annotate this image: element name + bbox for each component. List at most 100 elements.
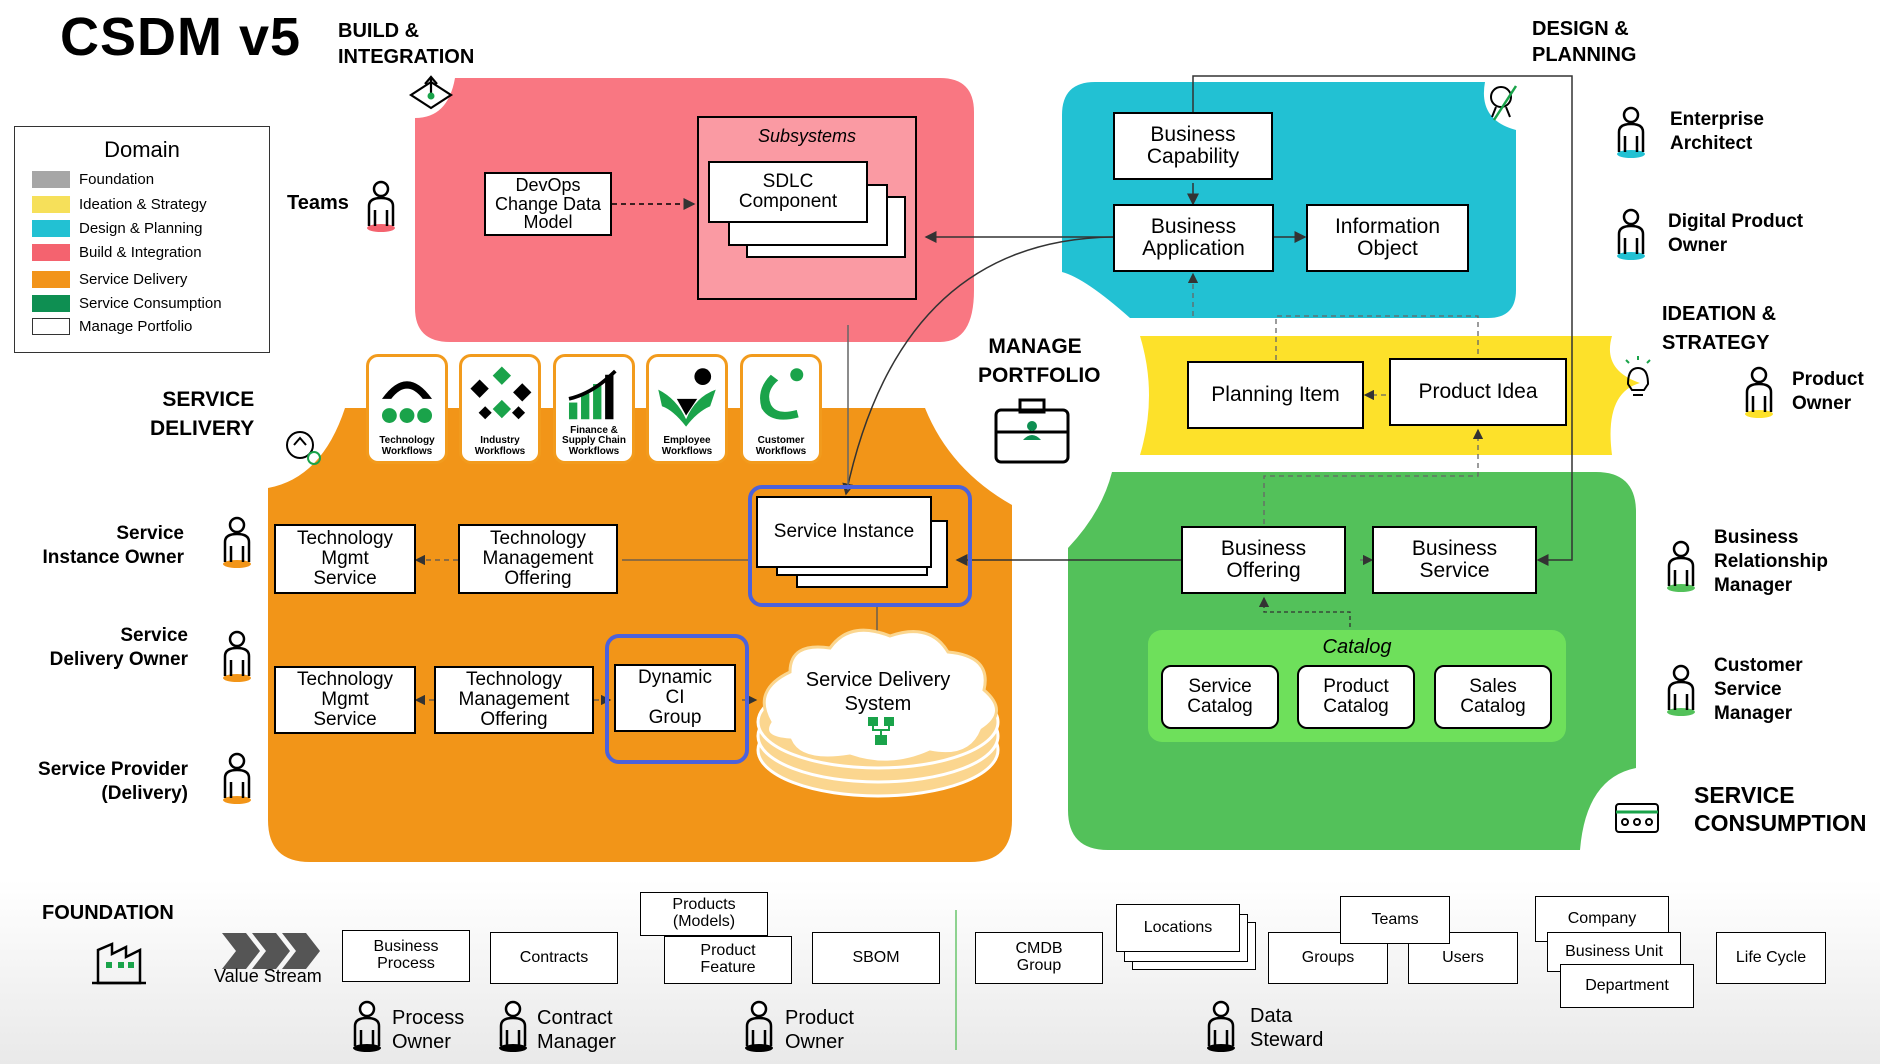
legend-swatch (32, 196, 70, 213)
legend-label: Build & Integration (79, 244, 202, 261)
products-models: Products (Models) (640, 892, 768, 936)
employee-workflows-icon (658, 368, 716, 427)
business-capability: Business Capability (1113, 112, 1273, 180)
process-owner-icon (353, 1000, 381, 1052)
planning-item: Planning Item (1187, 361, 1364, 429)
role-label-service-delivery-owner: Service Delivery Owner (49, 625, 188, 670)
role-label-foundation-product-owner: Product Owner (785, 1007, 854, 1053)
manage-portfolio-label: MANAGE PORTFOLIO (978, 335, 1101, 388)
consumption-domain-label: SERVICE CONSUMPTION (1694, 782, 1867, 836)
business-relationship-manager-icon (1667, 540, 1695, 592)
role-label-product-owner: Product Owner (1792, 369, 1864, 414)
technology-management-offering-1: Technology Management Offering (458, 524, 618, 594)
legend: Domain (14, 126, 270, 353)
network-icon (868, 717, 894, 745)
business-offering: Business Offering (1181, 526, 1346, 594)
department: Department (1560, 964, 1694, 1008)
value-stream-label: Value Stream (214, 966, 322, 986)
business-process: Business Process (342, 930, 470, 982)
teams-person-icon (367, 180, 395, 232)
page-title: CSDM v5 (60, 7, 302, 67)
legend-item: Service Consumption (32, 295, 222, 312)
sbom: SBOM (812, 932, 940, 984)
sdlc-component: SDLC Component (708, 161, 868, 223)
enterprise-architect-icon (1617, 106, 1645, 158)
service-provider-icon (223, 752, 251, 804)
technology-mgmt-service-1: Technology Mgmt Service (274, 524, 416, 594)
information-object: Information Object (1306, 204, 1469, 272)
design-domain-label: DESIGN & PLANNING (1532, 18, 1637, 66)
service-instance: Service Instance (756, 496, 932, 568)
legend-swatch (32, 295, 70, 312)
customer-workflows-label: Customer Workflows (755, 435, 807, 457)
service-delivery-owner-icon (223, 630, 251, 682)
build-diamond-icon (408, 75, 454, 110)
product-idea: Product Idea (1389, 358, 1567, 426)
cmdb-group: CMDB Group (975, 932, 1103, 984)
product-owner-icon (1745, 366, 1773, 418)
legend-item: Foundation (32, 171, 154, 188)
role-label-enterprise-architect: Enterprise Architect (1670, 109, 1764, 154)
contracts: Contracts (490, 932, 618, 984)
legend-item: Service Delivery (32, 271, 187, 288)
capability-to-business-service-connector (1192, 75, 1573, 566)
catalog-label: Catalog (1322, 636, 1392, 658)
dynamic-ci-group: Dynamic CI Group (614, 664, 736, 732)
legend-label: Service Consumption (79, 295, 222, 312)
finance-supply-chain-workflows-icon (568, 369, 617, 420)
role-label-data-steward: Data Steward (1250, 1005, 1324, 1051)
legend-title: Domain (104, 137, 180, 162)
technology-workflows-tile: Technology Workflows (366, 354, 448, 464)
digital-product-owner-icon (1617, 208, 1645, 260)
ci-group-highlight (605, 634, 749, 764)
rocket-icon (1490, 85, 1518, 121)
role-label-contract-manager: Contract Manager (537, 1007, 616, 1053)
service-instance-owner-icon (223, 516, 251, 568)
service-consumption-icon (1615, 803, 1659, 833)
finance-supply-chain-workflows-label: Finance & Supply Chain Workflows (562, 424, 626, 457)
technology-management-offering-2: Technology Management Offering (434, 666, 594, 734)
legend-swatch (32, 244, 70, 261)
industry-workflows-icon (470, 366, 532, 420)
teams-label: Teams (287, 192, 349, 214)
business-service: Business Service (1372, 526, 1537, 594)
technology-workflows-label: Technology Workflows (379, 435, 435, 457)
service-instance-highlight (748, 485, 972, 607)
foundation-product-owner-icon (745, 1000, 773, 1052)
service-delivery-gear-icon (286, 431, 321, 465)
data-steward-icon (1207, 1000, 1235, 1052)
legend-item: Manage Portfolio (32, 318, 192, 335)
role-label-business-relationship-manager: Business Relationship Manager (1714, 527, 1829, 596)
employee-workflows-label: Employee Workflows (661, 435, 713, 457)
finance-supply-chain-workflows-tile: Finance & Supply Chain Workflows (553, 354, 635, 464)
legend-swatch (32, 171, 70, 188)
employee-workflows-tile: Employee Workflows (646, 354, 728, 464)
role-label-customer-service-manager: Customer Service Manager (1714, 655, 1803, 724)
industry-workflows-tile: Industry Workflows (459, 354, 541, 464)
locations: Locations (1116, 904, 1240, 952)
sales-catalog: Sales Catalog (1434, 665, 1552, 729)
legend-swatch (32, 318, 70, 335)
role-label-digital-product-owner: Digital Product Owner (1668, 211, 1804, 256)
technology-mgmt-service-2: Technology Mgmt Service (274, 666, 416, 734)
customer-workflows-tile: Customer Workflows (740, 354, 822, 464)
legend-swatch (32, 220, 70, 237)
build-domain-label: BUILD & INTEGRATION (338, 20, 475, 68)
legend-label: Service Delivery (79, 271, 188, 288)
app-to-service-instance-connector (842, 236, 1114, 496)
legend-label: Manage Portfolio (79, 318, 193, 335)
delivery-domain-label: SERVICE DELIVERY (150, 388, 255, 441)
value-stream-icon (222, 933, 320, 969)
catalog-to-offering-connector (1258, 596, 1351, 627)
legend-label: Foundation (79, 171, 155, 188)
lightbulb-icon (1625, 356, 1651, 396)
devops-change-data-model: DevOps Change Data Model (484, 172, 612, 236)
product-feature: Product Feature (664, 936, 792, 984)
technology-workflows-icon (381, 381, 433, 423)
legend-item: Build & Integration (32, 244, 202, 261)
legend-label: Design & Planning (79, 220, 203, 237)
legend-item: Ideation & Strategy (32, 196, 207, 213)
legend-item: Design & Planning (32, 220, 202, 237)
product-catalog: Product Catalog (1297, 665, 1415, 729)
role-label-service-provider: Service Provider (Delivery) (38, 759, 188, 804)
